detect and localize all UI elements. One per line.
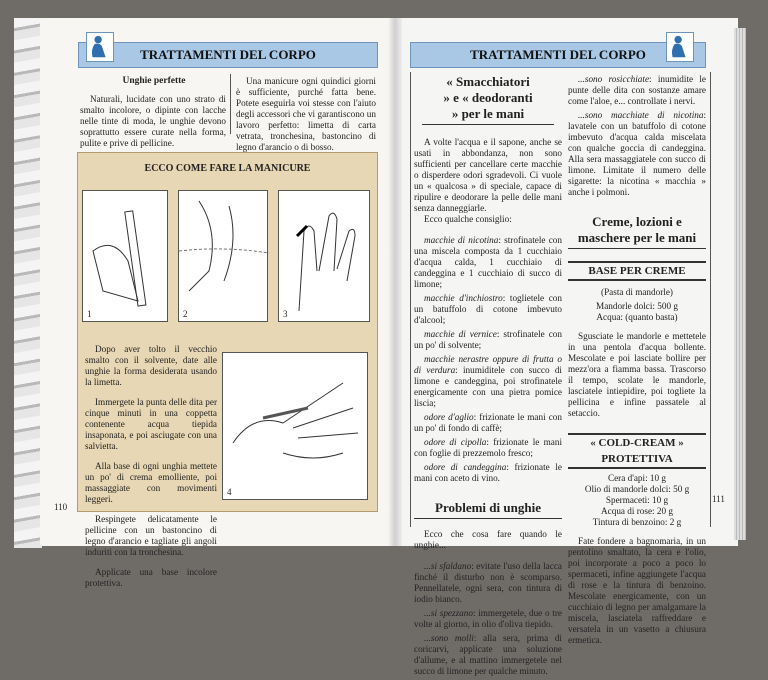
tip-item: macchie di nicotina: strofinatele con un… — [414, 235, 562, 290]
intro-col2: Una manicure ogni quindici giorni è suff… — [236, 76, 376, 152]
page-edges — [734, 28, 746, 540]
paragraph: Ecco qualche consiglio: — [424, 214, 512, 224]
step: Dopo aver tolto il vecchio smalto con il… — [85, 344, 217, 387]
tip-item: ...sono macchiate di nicotina: lavatele … — [568, 110, 706, 198]
tip-text: : strofinatele con una miscela composta … — [414, 235, 562, 289]
manicure-steps: Dopo aver tolto il vecchio smalto con il… — [85, 344, 217, 593]
tip-term: ...si sfaldano — [424, 561, 472, 571]
ingredient: Cera d'api: 10 g — [607, 473, 667, 483]
tip-text: : inumiditele con succo di limone e cand… — [414, 365, 562, 408]
tip-text: : frizionate le mani con foglie di prezz… — [414, 437, 562, 458]
tip-item: ...si sfaldano: evitate l'uso della lacc… — [414, 561, 562, 605]
step: Alla base di ogni unghia mettete un po' … — [85, 461, 217, 504]
tip-term: ...sono macchiate di nicotina — [578, 110, 704, 120]
figure-number: 2 — [183, 309, 188, 319]
recipe-title: BASE PER CREME — [568, 261, 706, 281]
tip-item: odore di candeggina: frizionate le mani … — [414, 462, 562, 484]
step: Applicate una base incolore protettiva. — [85, 567, 217, 588]
tip-term: odore d'aglio — [424, 412, 474, 422]
tip-item: ...sono rosicchiate: inumidite le punte … — [568, 74, 706, 107]
section-title: « Smacchiatori » e « deodoranti » per le… — [422, 74, 554, 125]
right-col1: « Smacchiatori » e « deodoranti » per le… — [414, 74, 562, 680]
intro-col1: Naturali, lucidate con uno strato di sma… — [80, 94, 226, 148]
right-page — [396, 18, 738, 546]
tip-text: : strofinatele con un po' di solvente; — [414, 329, 562, 350]
left-header-banner: TRATTAMENTI DEL CORPO — [78, 42, 378, 68]
section-title: Problemi di unghie — [414, 500, 562, 519]
figure-icon — [86, 32, 114, 62]
recipe-text: Sgusciate le mandorle e mettetele in una… — [568, 331, 706, 418]
paragraph: A volte l'acqua e il sapone, anche se us… — [414, 137, 562, 213]
illustration-soaking-fingers: 2 — [178, 190, 270, 322]
ingredient: Acqua di rose: 20 g — [601, 506, 673, 516]
tip-item: macchie nerastre oppure di frutta o di v… — [414, 354, 562, 409]
recipe-text: Fate fondere a bagnomaria, in un pentoli… — [568, 536, 706, 645]
step: Immergete la punta delle dita per cinque… — [85, 397, 217, 451]
paragraph: Ecco che cosa fare quando le unghie... — [414, 529, 562, 550]
step: Respingete delicatamente le pellicine co… — [85, 514, 217, 557]
page-number: 110 — [54, 502, 68, 512]
tip-term: ...si spezzano — [424, 608, 473, 618]
tip-item: odore di cipolla: frizionate le mani con… — [414, 437, 562, 459]
ingredient: Tintura di benzoino: 2 g — [592, 517, 682, 527]
ingredient: Olio di mandorle dolci: 50 g — [584, 484, 690, 494]
tip-term: macchie di vernice — [424, 329, 497, 339]
illustration-cuticle-stick: 4 — [222, 352, 368, 500]
section-title: Unghie perfette — [122, 76, 186, 86]
figure-number: 1 — [87, 309, 92, 319]
section-title: Creme, lozioni e maschere per le mani — [568, 214, 706, 249]
illustration-applying-cream: 3 — [278, 190, 370, 322]
tip-text: : toglietele con un batuffolo di cotone … — [414, 293, 562, 325]
spiral-binding — [14, 18, 42, 548]
illustration-filing-nails: 1 — [82, 190, 168, 322]
tip-text: : frizionate le mani con un po' di fondo… — [414, 412, 562, 433]
recipe-title: « COLD-CREAM » PROTETTIVA — [568, 433, 706, 469]
tip-term: macchie nerastre oppure di frutta o di v… — [414, 354, 562, 375]
tip-term: ...sono molli — [424, 633, 474, 643]
tip-text: : inumidite le punte delle dita con sost… — [568, 74, 707, 106]
tip-item: ...si spezzano: immergetele, due o tre v… — [414, 608, 562, 630]
recipe-subtitle: (Pasta di mandorle) — [601, 287, 673, 297]
right-header-banner: TRATTAMENTI DEL CORPO — [410, 42, 706, 68]
tip-item: ...sono molli: alla sera, prima di coric… — [414, 633, 562, 677]
tip-item: macchie di vernice: strofinatele con un … — [414, 329, 562, 351]
column-divider — [230, 74, 231, 134]
tip-item: macchie d'inchiostro: toglietele con un … — [414, 293, 562, 326]
figure-number: 3 — [283, 309, 288, 319]
tip-term: macchie di nicotina — [424, 235, 499, 245]
tip-text: : lavatele con un batuffolo di cotone im… — [568, 110, 706, 197]
left-rule — [410, 72, 411, 527]
tip-term: ...sono rosicchiate — [578, 74, 650, 84]
right-rule — [710, 72, 711, 527]
panel-title: ECCO COME FARE LA MANICURE — [144, 163, 311, 174]
tip-term: odore di cipolla — [424, 437, 487, 447]
book-gutter — [388, 18, 402, 546]
right-col2: ...sono rosicchiate: inumidite le punte … — [568, 74, 706, 646]
ingredient: Spermaceti: 10 g — [605, 495, 669, 505]
tip-term: odore di candeggina — [424, 462, 507, 472]
figure-icon — [666, 32, 694, 62]
ingredient: Acqua: (quanto basta) — [596, 312, 678, 322]
figure-number: 4 — [227, 487, 232, 497]
page-number: 111 — [712, 494, 725, 504]
tip-text: : frizionate le mani con aceto di vino. — [414, 462, 562, 483]
tip-term: macchie d'inchiostro — [424, 293, 503, 303]
tip-item: odore d'aglio: frizionate le mani con un… — [414, 412, 562, 434]
ingredient: Mandorle dolci: 500 g — [596, 301, 678, 311]
